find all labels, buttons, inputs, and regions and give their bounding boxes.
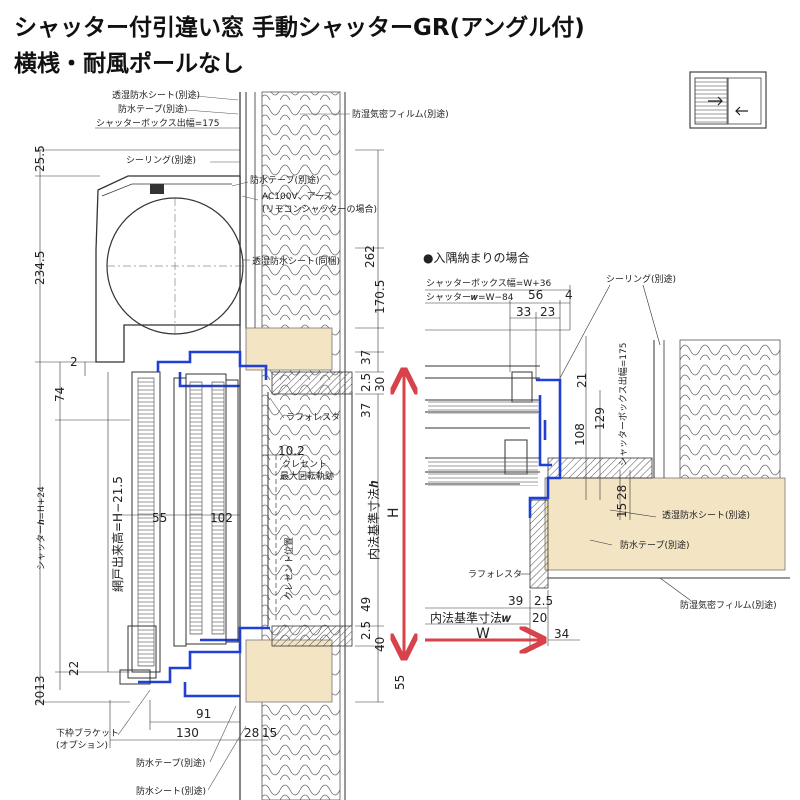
dim-108: 108 <box>573 423 587 446</box>
dim-28-right: 28 <box>615 485 629 500</box>
right-sealing: シーリング(別途) <box>606 273 676 285</box>
dim-H: H <box>386 507 402 518</box>
dim-2-5-top: 2.5 <box>359 373 373 392</box>
window-icon <box>689 71 767 129</box>
dim-91: 91 <box>196 707 211 721</box>
label-tape-bottom: 防水テープ(別途) <box>136 757 205 769</box>
dim-shutter-h: シャッター𝒉=H+24 <box>36 486 47 570</box>
screen-rail <box>131 371 161 673</box>
dim-74: 74 <box>53 387 67 402</box>
dim-40: 40 <box>373 637 387 652</box>
label-bracket-opt: (オプション) <box>56 740 108 751</box>
wood-block-top <box>245 327 333 371</box>
label-remote: (リモコンシャッターの場合) <box>262 203 377 215</box>
dim-2-5-right: 2.5 <box>534 594 553 608</box>
label-moisture-sheet: 透湿防水シート(別途) <box>112 89 200 101</box>
dim-262: 262 <box>363 245 377 268</box>
right-tape: 防水テープ(別途) <box>620 539 689 551</box>
label-vapor-film: 防湿気密フィルム(別途) <box>352 108 449 120</box>
right-box-width: シャッターボックス幅=W+36 <box>426 277 551 289</box>
dim-20: 20 <box>532 611 547 625</box>
dim-30: 30 <box>373 377 387 392</box>
dim-49: 49 <box>359 597 373 612</box>
label-sealing: シーリング(別途) <box>126 154 196 166</box>
right-laforesta: ラフォレスタ <box>468 569 522 580</box>
shutter-box <box>95 175 241 363</box>
dim-2: 2 <box>70 355 78 369</box>
dim-inner-h: 内法基準寸法𝒉 <box>366 480 381 560</box>
dim-37-top: 37 <box>359 350 373 365</box>
page-title: シャッター付引違い窓 手動シャッターGR(アングル付) <box>14 15 585 41</box>
dim-15-right: 15 <box>615 503 629 518</box>
dim-37-mid: 37 <box>359 403 373 418</box>
label-laforesta: ラフォレスタ <box>286 412 340 423</box>
right-moisture: 透湿防水シート(別途) <box>662 509 750 521</box>
dim-28: 28 <box>244 726 259 740</box>
dim-15: 15 <box>262 726 277 740</box>
dim-130: 130 <box>176 726 199 740</box>
right-inner-w: 内法基準寸法𝒘 <box>430 610 512 625</box>
label-crescent-pos: クレセント位置 <box>283 537 295 600</box>
dim-55-bottom: 55 <box>393 675 407 690</box>
label-waterproof-tape: 防水テープ(別途) <box>118 103 187 115</box>
right-heading: ●入隅納まりの場合 <box>423 250 529 265</box>
dim-39: 39 <box>508 594 523 608</box>
dim-129: 129 <box>593 407 607 430</box>
wood-block-plan <box>544 477 786 571</box>
label-box-depth: シャッターボックス出幅=175 <box>96 117 219 129</box>
label-sheet-included: 透湿防水シート(同梱) <box>252 255 340 267</box>
dim-55-mid: 55 <box>152 511 167 525</box>
label-bracket: 下枠ブラケット <box>56 727 119 739</box>
right-film: 防湿気密フィルム(別途) <box>680 599 777 611</box>
dim-W: W <box>476 626 490 642</box>
dim-2013: 2013 <box>33 675 47 706</box>
dim-screen-h: 網戸出来高=H−21.5 <box>110 476 125 592</box>
wood-block-bottom <box>245 639 333 703</box>
right-shutter-w: シャッター𝒘=W−84 <box>426 292 514 303</box>
dim-4: 4 <box>565 288 573 302</box>
frame-profile-bottom <box>138 626 270 698</box>
dim-10-2: 10.2 <box>278 444 305 458</box>
label-power: AC100V、アース <box>262 192 333 202</box>
dim-102: 102 <box>210 511 233 525</box>
dim-56: 56 <box>528 288 543 302</box>
label-crescent: クレセント <box>282 459 327 470</box>
label-crescent-arc: 最大回転軌跡 <box>280 470 334 482</box>
dim-22: 22 <box>67 661 81 676</box>
dim-33: 33 <box>516 305 531 319</box>
label-tape-2: 防水テープ(別途) <box>250 174 319 186</box>
sash-inner <box>225 379 239 643</box>
dim-34: 34 <box>554 627 569 641</box>
dim-234-5: 234.5 <box>33 251 47 285</box>
dim-21: 21 <box>575 373 589 388</box>
dim-170-5: 170.5 <box>373 280 387 314</box>
dim-23: 23 <box>540 305 555 319</box>
page-subtitle: 横桟・耐風ポールなし <box>14 51 244 77</box>
dim-2-5-bottom: 2.5 <box>359 621 373 640</box>
right-box-depth: シャッターボックス出幅=175 <box>617 343 629 466</box>
dim-25-5: 25.5 <box>33 145 47 172</box>
label-sheet-bottom: 防水シート(別途) <box>136 785 206 797</box>
